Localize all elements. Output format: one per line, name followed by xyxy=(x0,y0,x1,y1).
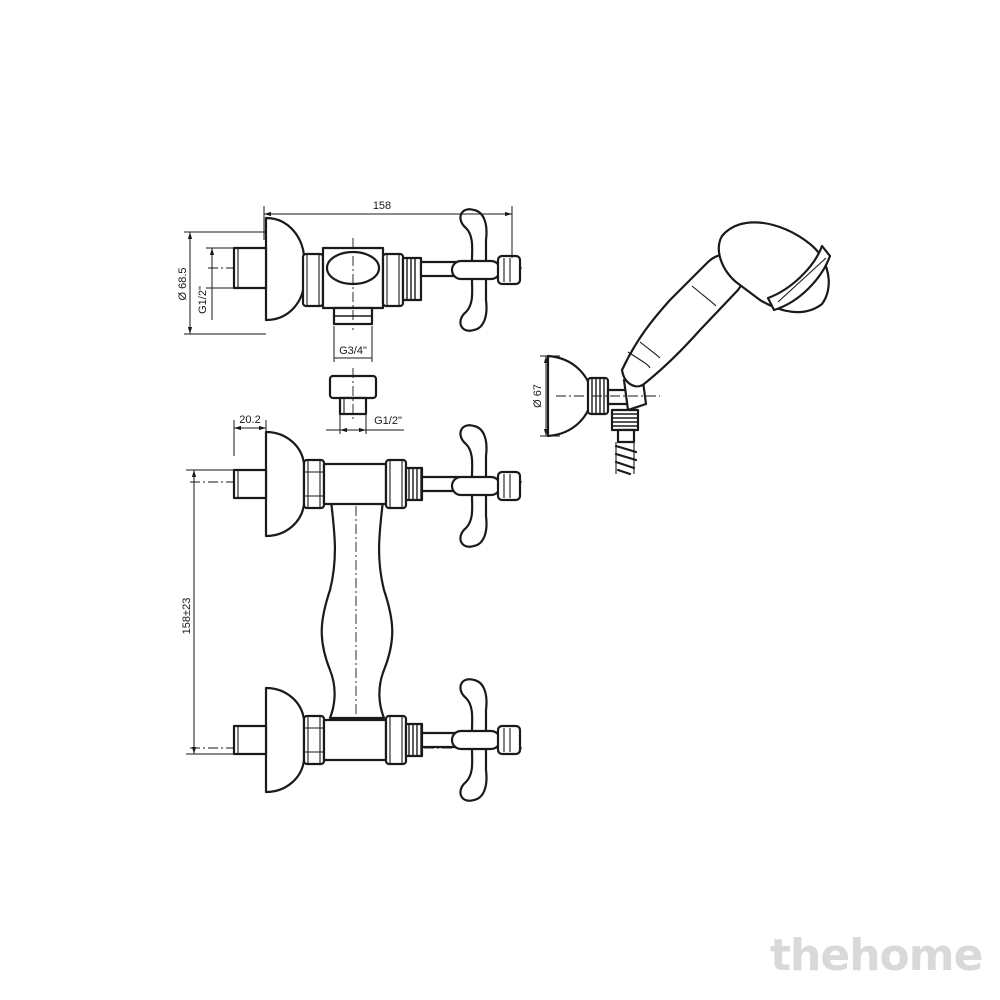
projection-label: 20.2 xyxy=(239,414,260,426)
adapter-thread-label: G1/2" xyxy=(374,415,402,427)
dimension-centers: 158±23 xyxy=(181,469,240,755)
outlet-thread-label: G3/4" xyxy=(339,345,367,357)
dimension-adapter-thread: G1/2" xyxy=(326,414,404,434)
dimension-outlet-thread: G3/4" xyxy=(333,326,373,362)
dimension-overall-width: 158 xyxy=(263,200,513,258)
dimension-inlet-thread: G1/2" xyxy=(197,247,234,320)
centers-label: 158±23 xyxy=(181,598,193,635)
inlet-thread-label: G1/2" xyxy=(197,286,209,314)
front-view xyxy=(190,424,522,802)
overall-width-label: 158 xyxy=(373,200,391,212)
adapter-fitting xyxy=(328,368,378,422)
watermark-logo: thehome xyxy=(770,930,983,981)
holder-diameter-label: Ø 67 xyxy=(532,384,544,408)
hand-shower-assembly xyxy=(546,221,832,476)
dimension-holder-diameter: Ø 67 xyxy=(532,355,560,437)
top-view xyxy=(208,208,522,332)
flange-diameter-label: Ø 68.5 xyxy=(177,267,189,300)
dimension-projection: 20.2 xyxy=(233,414,267,456)
dimension-flange-diameter: Ø 68.5 xyxy=(177,231,266,335)
